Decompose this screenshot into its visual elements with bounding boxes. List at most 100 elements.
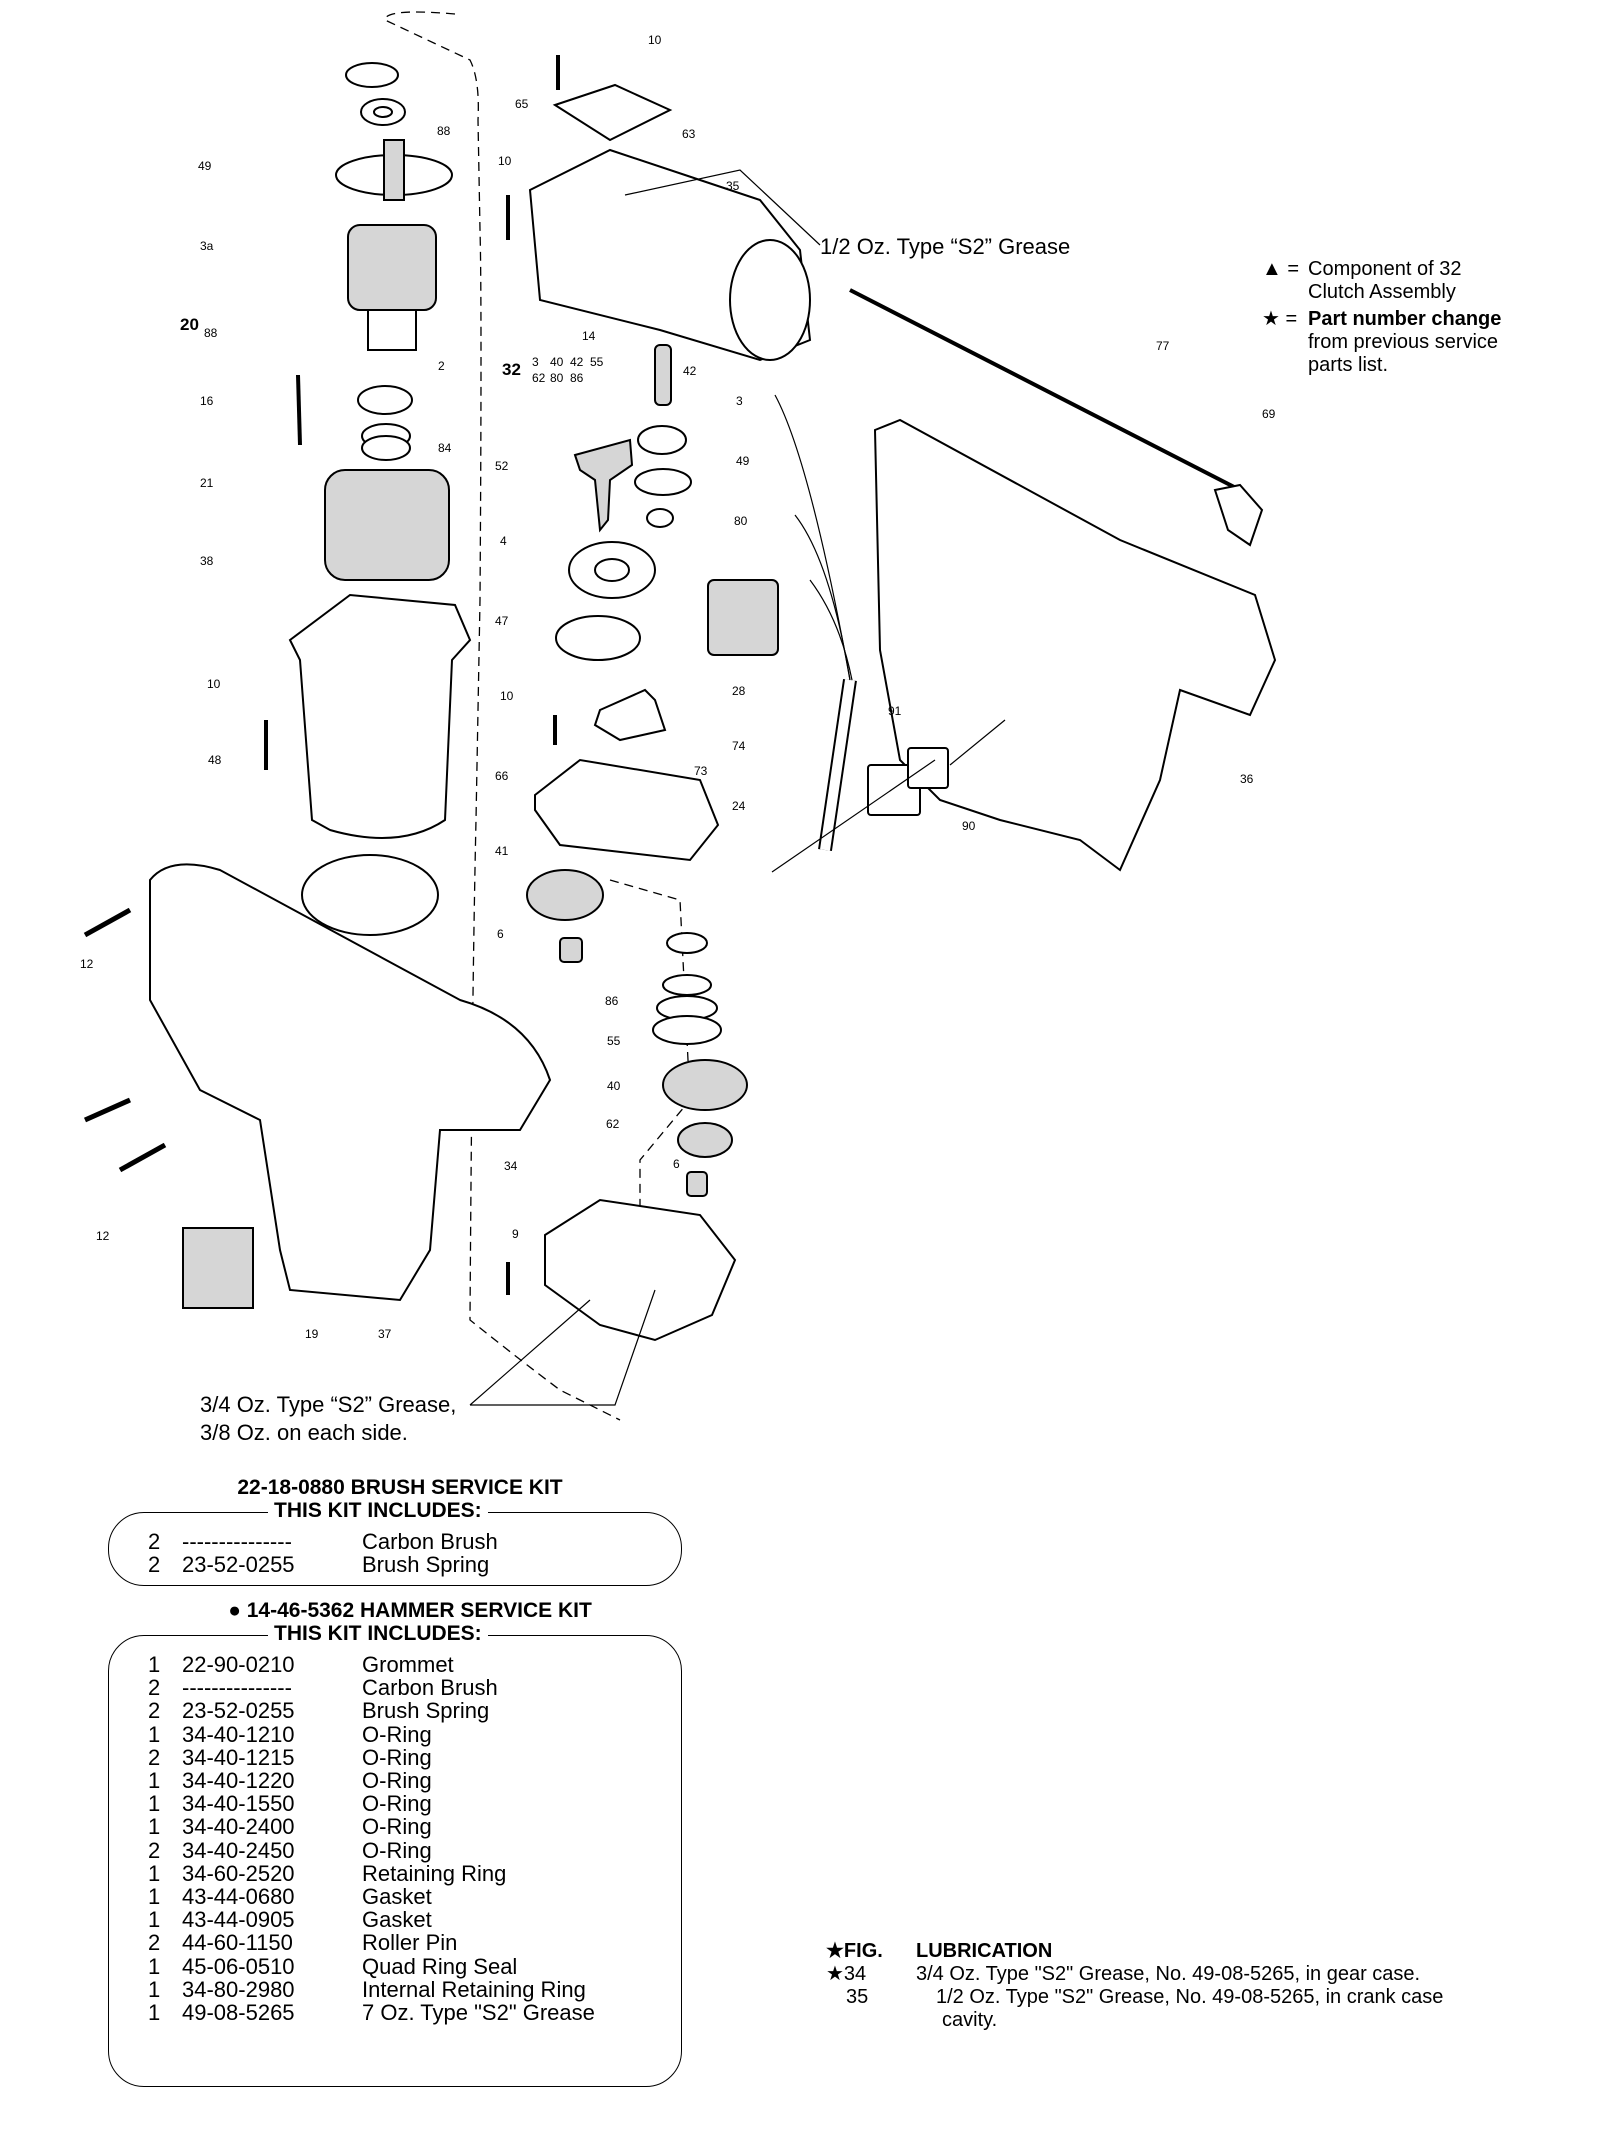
brush-kit-title: 22-18-0880 BRUSH SERVICE KIT [237, 1476, 563, 1499]
kit-item-qty: 1 [148, 2000, 161, 2025]
part-label: 91 [888, 704, 902, 718]
part-label: 62 [606, 1117, 620, 1131]
part-label: 42 [683, 364, 697, 378]
part-label: 6 [497, 927, 504, 941]
kit-item-qty: 2 [148, 1698, 161, 1724]
part-label: 10 [500, 689, 514, 703]
handle-housing-37 [149, 863, 552, 1302]
kit-item-qty: 2 [148, 1529, 161, 1554]
kit-item-qty: 1 [148, 1652, 161, 1677]
kit-item-description: O-Ring [362, 1721, 432, 1747]
kit-item-description: Brush Spring [362, 1698, 490, 1724]
washer-86 [666, 932, 708, 954]
kit-item-description: Quad Ring Seal [362, 1953, 518, 1979]
part-label: 69 [1262, 407, 1276, 421]
kit-item-part-number: 34-40-1210 [182, 1721, 295, 1747]
kit-item-qty: 2 [148, 1744, 161, 1770]
part-label: 19 [305, 1327, 319, 1341]
bearing-3 [637, 425, 687, 455]
part-label: 47 [495, 614, 509, 628]
part-label: 37 [378, 1327, 392, 1341]
lube-fig [826, 2009, 936, 2032]
callout-top-grease: 1/2 Oz. Type “S2” Grease [820, 234, 1070, 259]
motor-housing-38 [288, 593, 472, 839]
part-label: 88 [437, 124, 451, 138]
lube-header-fig: ★FIG. [826, 1940, 883, 1962]
part-label: 84 [438, 441, 452, 455]
lube-row: cavity. [826, 2009, 1443, 2032]
o-ring-47 [555, 615, 641, 661]
part-label: 55 [590, 355, 604, 369]
part-label: 42 [570, 355, 584, 369]
kit-item-row: 2---------------Carbon Brush [110, 1676, 498, 1699]
legend-triangle-line2: Clutch Assembly [1308, 281, 1456, 303]
kit-item-part-number: 34-60-2520 [182, 1860, 295, 1886]
gasket-66 [534, 758, 720, 862]
kit-item-qty: 1 [148, 1791, 161, 1817]
spring-84-b [361, 435, 411, 461]
arrow-cord [771, 759, 936, 873]
kit-item-qty: 2 [148, 1837, 161, 1863]
rod-end-69 [1213, 483, 1264, 547]
pin-42 [654, 344, 672, 406]
hammer-kit-title: ● 14-46-5362 HAMMER SERVICE KIT [190, 1599, 630, 1623]
legend-star-line2: from previous service [1308, 331, 1499, 353]
gear-40 [662, 1059, 748, 1111]
kit-item-description: Retaining Ring [362, 1860, 507, 1886]
legend-star-line1: Part number change [1308, 308, 1502, 330]
part-label: 52 [495, 459, 509, 473]
part-label: 80 [550, 371, 564, 385]
screw-12-c [118, 1142, 167, 1173]
kit-item-part-number: 34-40-1220 [182, 1768, 295, 1793]
part-label: 74 [732, 739, 746, 753]
gear-case-34 [544, 1198, 737, 1342]
part-label: 38 [200, 554, 214, 568]
part-label: 35 [726, 179, 740, 193]
part-label: 24 [732, 799, 746, 813]
clutch-55-c [652, 1015, 722, 1045]
kit-item-qty: 1 [148, 1953, 161, 1979]
kit-item-description: Gasket [362, 1884, 432, 1909]
part-label: 40 [607, 1079, 621, 1093]
kit-item-part-number: 23-52-0255 [182, 1552, 295, 1578]
part-label: 9 [512, 1227, 519, 1241]
kit-item-description: O-Ring [362, 1791, 432, 1817]
part-label: 6 [673, 1157, 680, 1171]
lube-text: cavity. [942, 2009, 998, 2031]
assembly-dashed-path [384, 11, 621, 1421]
kit-item-qty: 1 [148, 1721, 161, 1747]
bearing-2 [357, 385, 413, 415]
crank-52 [573, 438, 634, 533]
part-label: 3 [532, 355, 539, 369]
part-label: 16 [200, 394, 214, 408]
legend-star-line3: parts list. [1308, 354, 1389, 376]
kit-item-qty: 2 [148, 1930, 161, 1956]
screw-12-b [83, 1097, 132, 1123]
kit-item-description: O-Ring [362, 1837, 432, 1863]
kit-item-row: 2---------------Carbon Brush [110, 1530, 498, 1553]
armature-shaft [383, 139, 405, 201]
part-label: 40 [550, 355, 564, 369]
part-label: 66 [495, 769, 509, 783]
kit-item-part-number: 43-44-0680 [182, 1884, 295, 1909]
kit-item-part-number: 44-60-1150 [182, 1930, 293, 1956]
washer-80 [646, 508, 674, 528]
part-label: 86 [605, 994, 619, 1008]
bullet-icon: ● [228, 1599, 241, 1622]
part-label: 20 [180, 315, 199, 334]
brush-91 [907, 747, 949, 789]
switch-28 [707, 579, 779, 656]
part-label: 77 [1156, 339, 1170, 353]
kit-item-description: 7 Oz. Type "S2" Grease [362, 2000, 595, 2025]
kit-item-qty: 1 [148, 1907, 161, 1933]
kit-item-part-number: 34-80-2980 [182, 1976, 295, 2002]
kit-item-description: Internal Retaining Ring [362, 1976, 586, 2002]
part-label: 10 [207, 677, 221, 691]
